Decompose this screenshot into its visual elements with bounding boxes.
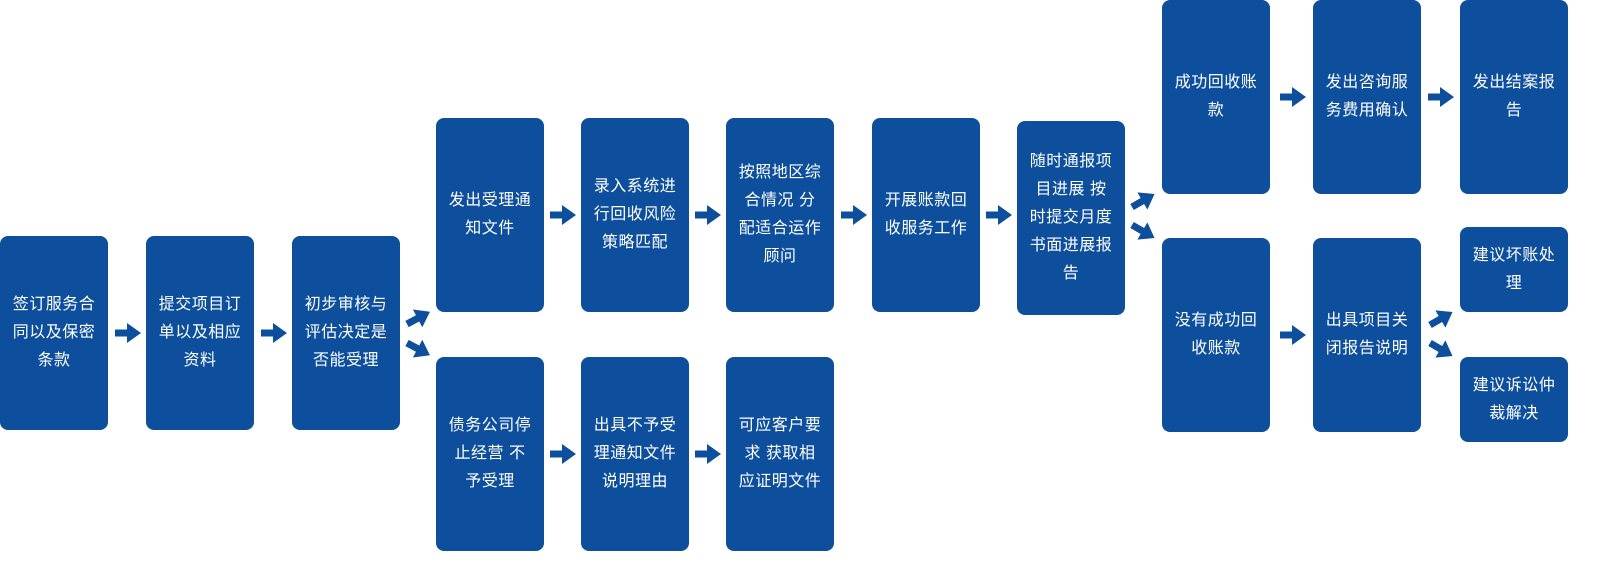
step-closing-report: 发出结案报 告 [1460, 0, 1568, 194]
arrow-right-icon [1280, 325, 1306, 345]
step-label: 发出咨询服 务费用确认 [1325, 74, 1409, 119]
arrow-right-icon [550, 444, 576, 464]
step-acceptance-notice: 发出受理通 知文件 [436, 118, 544, 312]
step-label: 债务公司停 止经营 不 予受理 [448, 417, 532, 490]
step-bad-debt: 建议坏账处 理 [1460, 227, 1568, 312]
arrow-right-icon [261, 323, 287, 343]
step-collected: 成功回收账 款 [1162, 0, 1270, 194]
arrow-right-icon [1280, 87, 1306, 107]
step-not-collected: 没有成功回 收账款 [1162, 238, 1270, 432]
step-label: 录入系统进 行回收风险 策略匹配 [593, 178, 677, 251]
step-label: 出具不予受 理通知文件 说明理由 [593, 417, 677, 490]
step-risk-matching: 录入系统进 行回收风险 策略匹配 [581, 118, 689, 312]
arrow-right-icon [986, 205, 1012, 225]
step-label: 可应客户要 求 获取相 应证明文件 [738, 417, 822, 490]
step-assign-consultant: 按照地区综 合情况 分 配适合运作 顾问 [726, 118, 834, 312]
arrow-right-icon [695, 205, 721, 225]
arrow-down-right-icon [1127, 216, 1160, 247]
step-label: 建议坏账处 理 [1472, 246, 1556, 292]
step-proof-documents: 可应客户要 求 获取相 应证明文件 [726, 357, 834, 551]
step-initial-review: 初步审核与 评估决定是 否能受理 [292, 236, 400, 430]
step-progress-report: 随时通报项 目进展 按 时提交月度 书面进展报 告 [1017, 121, 1125, 315]
step-label: 出具项目关 闭报告说明 [1325, 312, 1409, 357]
step-label: 随时通报项 目进展 按 时提交月度 书面进展报 告 [1029, 153, 1113, 282]
step-litigation: 建议诉讼仲 裁解决 [1460, 357, 1568, 442]
step-label: 发出受理通 知文件 [448, 192, 532, 237]
arrow-right-icon [1428, 87, 1454, 107]
step-label: 发出结案报 告 [1472, 74, 1556, 119]
arrow-down-right-icon [402, 334, 435, 365]
step-label: 签订服务合 同以及保密 条款 [12, 296, 96, 369]
step-label: 开展账款回 收服务工作 [884, 192, 968, 237]
arrow-up-right-icon [1425, 303, 1458, 334]
step-label: 建议诉讼仲 裁解决 [1472, 376, 1556, 422]
step-label: 初步审核与 评估决定是 否能受理 [304, 296, 388, 369]
step-closure-report: 出具项目关 闭报告说明 [1313, 238, 1421, 432]
step-label: 按照地区综 合情况 分 配适合运作 顾问 [738, 164, 822, 265]
step-label: 没有成功回 收账款 [1174, 312, 1258, 357]
arrow-right-icon [550, 205, 576, 225]
arrow-right-icon [115, 323, 141, 343]
arrow-down-right-icon [1425, 334, 1458, 365]
step-start-collection: 开展账款回 收服务工作 [872, 118, 980, 312]
step-label: 成功回收账 款 [1174, 74, 1258, 119]
step-submit-order: 提交项目订 单以及相应 资料 [146, 236, 254, 430]
step-debtor-ceased: 债务公司停 止经营 不 予受理 [436, 357, 544, 551]
step-rejection-notice: 出具不予受 理通知文件 说明理由 [581, 357, 689, 551]
arrow-right-icon [841, 205, 867, 225]
arrow-right-icon [695, 444, 721, 464]
step-fee-confirmation: 发出咨询服 务费用确认 [1313, 0, 1421, 194]
arrow-up-right-icon [1127, 185, 1160, 216]
step-label: 提交项目订 单以及相应 资料 [158, 296, 242, 369]
arrow-up-right-icon [402, 302, 435, 333]
step-sign-contract: 签订服务合 同以及保密 条款 [0, 236, 108, 430]
